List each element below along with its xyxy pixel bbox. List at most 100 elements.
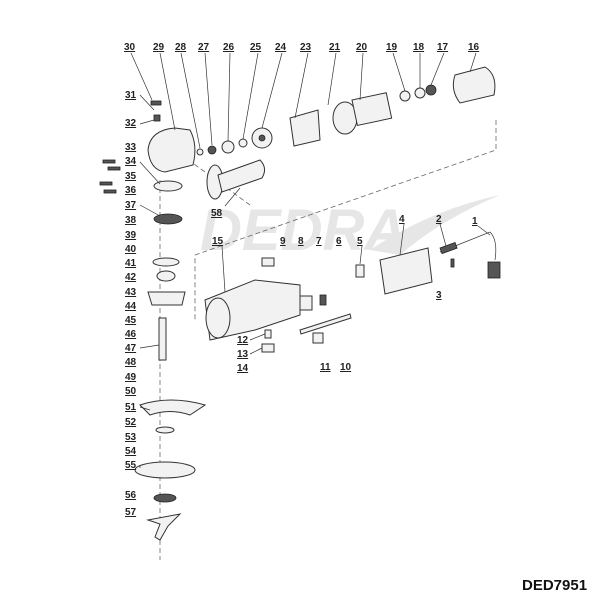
label-7: 7: [316, 236, 322, 247]
screw-3: [450, 258, 455, 268]
label-38: 38: [125, 215, 137, 226]
cover-5: [355, 264, 365, 278]
carbon-brush-12: [264, 329, 272, 339]
label-25: 25: [250, 42, 262, 53]
label-46: 46: [125, 329, 137, 340]
label-45: 45: [125, 315, 137, 326]
label-14: 14: [237, 363, 249, 374]
bearing-28: [196, 148, 204, 156]
label-42: 42: [125, 272, 137, 283]
label-50: 50: [125, 386, 137, 397]
washer-25: [238, 138, 248, 148]
gear-27: [207, 145, 217, 155]
label-54: 54: [125, 446, 137, 457]
label-34: 34: [125, 156, 137, 167]
label-20: 20: [356, 42, 368, 53]
label-17: 17: [437, 42, 449, 53]
label-31: 31: [125, 90, 137, 101]
switch-9: [299, 295, 313, 311]
label-36: 36: [125, 185, 137, 196]
label-29: 29: [153, 42, 165, 53]
brush-holder-13: [261, 343, 275, 353]
leader-lines: [130, 52, 491, 468]
label-44: 44: [125, 301, 137, 312]
label-32: 32: [125, 118, 137, 129]
label-12: 12: [237, 335, 249, 346]
bearing-42: [156, 270, 176, 282]
fan-24: [251, 127, 273, 149]
wheel-guard-51: [139, 399, 207, 416]
label-19: 19: [386, 42, 398, 53]
label-13: 13: [237, 349, 249, 360]
switch-rod-10: [299, 313, 352, 335]
baffle-23: [289, 109, 321, 147]
spindle-47: [158, 317, 167, 361]
label-35: 35: [125, 171, 137, 182]
label-24: 24: [275, 42, 287, 53]
side-handle-58: [206, 159, 266, 200]
label-49: 49: [125, 372, 137, 383]
label-39: 39: [125, 230, 137, 241]
label-3: 3: [436, 290, 442, 301]
label-2: 2: [436, 214, 442, 225]
bevel-gear-37: [153, 213, 183, 225]
motor-housing-15: [204, 279, 301, 341]
label-18: 18: [413, 42, 425, 53]
plug: [487, 261, 501, 279]
label-9: 9: [280, 236, 286, 247]
watermark-swoosh: [370, 195, 500, 255]
label-5: 5: [357, 236, 363, 247]
rear-cover-4: [379, 247, 433, 295]
label-53: 53: [125, 432, 137, 443]
label-1: 1: [472, 216, 478, 227]
label-43: 43: [125, 287, 137, 298]
clamp-7: [319, 294, 327, 306]
stator-16: [452, 66, 496, 104]
switch-button-11: [312, 332, 324, 344]
gear-housing-29: [147, 127, 196, 173]
spring-31: [153, 114, 161, 122]
label-11: 11: [320, 362, 331, 373]
label-8: 8: [298, 236, 304, 247]
label-41: 41: [125, 258, 137, 269]
label-58: 58: [211, 208, 223, 219]
power-cord-1: [439, 231, 497, 261]
label-26: 26: [223, 42, 235, 53]
label-28: 28: [175, 42, 187, 53]
label-40: 40: [125, 244, 137, 255]
label-23: 23: [300, 42, 312, 53]
screws-33: [99, 159, 121, 194]
bearing-26: [221, 140, 235, 154]
label-51: 51: [125, 402, 137, 413]
label-37: 37: [125, 200, 137, 211]
model-number: DED7951: [522, 577, 587, 594]
label-15: 15: [212, 236, 224, 247]
label-57: 57: [125, 507, 137, 518]
brush-holder-top: [261, 257, 275, 267]
grinding-disc-55: [134, 461, 196, 479]
armature-20: [332, 92, 393, 135]
washer-18: [414, 87, 426, 99]
label-10: 10: [340, 362, 352, 373]
label-52: 52: [125, 417, 137, 428]
dedra-watermark: DEDRA: [200, 198, 406, 263]
bearing-17: [425, 84, 437, 96]
label-21: 21: [329, 42, 341, 53]
label-33: 33: [125, 142, 137, 153]
part-labels: 30 29 28 27 26 25 24 23 21 20 19 18 17 1…: [124, 42, 480, 518]
label-47: 47: [125, 343, 137, 354]
spindle-lock-30: [150, 100, 162, 106]
plate-41: [152, 257, 180, 267]
cord-sleeve-2: [439, 242, 458, 255]
inner-flange-52: [155, 426, 175, 434]
label-6: 6: [336, 236, 342, 247]
spanner-57: [146, 513, 182, 541]
label-4: 4: [399, 214, 405, 225]
label-27: 27: [198, 42, 210, 53]
o-ring-34: [153, 180, 183, 192]
outer-flange-56: [153, 493, 177, 503]
bearing-cover-45: [147, 291, 186, 306]
label-30: 30: [124, 42, 136, 53]
label-48: 48: [125, 357, 137, 368]
